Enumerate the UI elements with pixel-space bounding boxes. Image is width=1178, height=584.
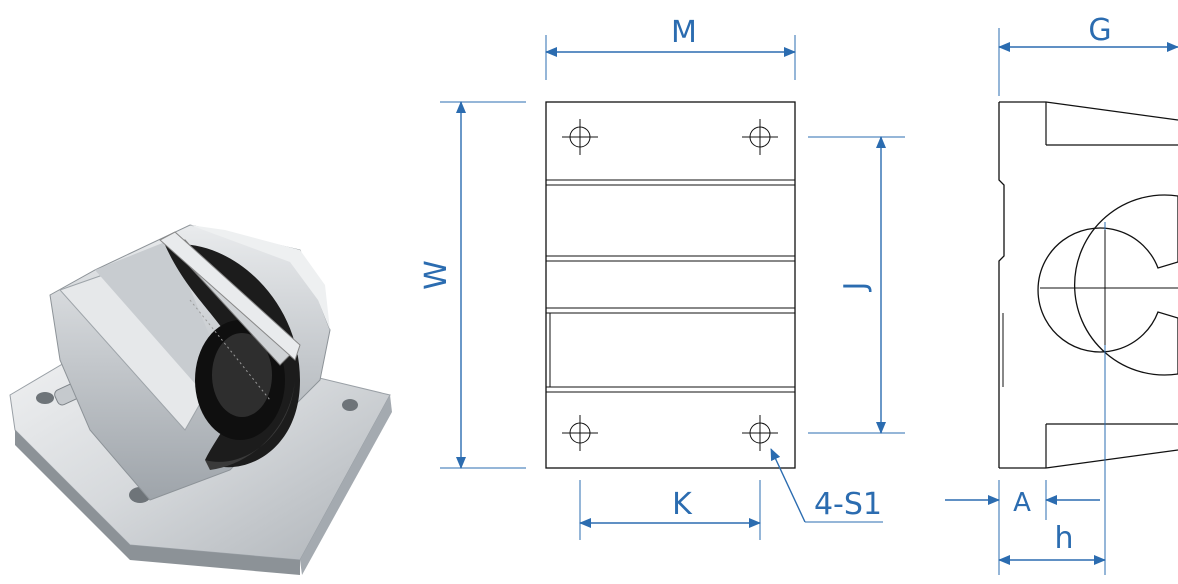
front-view (545, 101, 796, 469)
label-A: A (1013, 488, 1031, 518)
label-K: K (672, 487, 693, 522)
dimension-K: K (579, 480, 761, 540)
label-W: W (419, 260, 454, 290)
label-G: G (1088, 13, 1111, 48)
mounting-hole-bottom-right (742, 415, 778, 451)
mounting-hole-bottom-left (562, 415, 598, 451)
dimension-h: h (998, 521, 1106, 565)
dimension-J: J (808, 136, 905, 434)
label-h: h (1054, 521, 1073, 556)
dimension-A: A (945, 480, 1100, 575)
side-view (998, 101, 1178, 575)
label-S1: 4-S1 (814, 487, 882, 522)
dimension-S1: 4-S1 (770, 448, 883, 523)
label-J: J (838, 282, 873, 293)
dimension-M: M (545, 15, 796, 80)
label-M: M (671, 15, 697, 50)
mounting-hole-top-left (562, 119, 598, 155)
dimension-W: W (419, 101, 526, 469)
front-view-outline (545, 101, 796, 469)
mounting-hole-top-right (742, 119, 778, 155)
dimension-G: G (998, 13, 1178, 96)
product-photo (9, 224, 392, 575)
